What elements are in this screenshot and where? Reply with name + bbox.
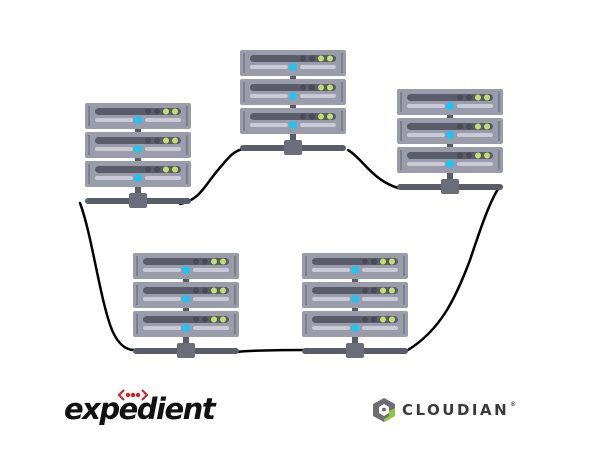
cloudian-logo: CLOUDIAN® xyxy=(372,397,519,423)
link-bottom-left-to-bottom-right xyxy=(234,348,306,354)
server-top-left xyxy=(85,103,191,208)
server-top-center xyxy=(240,50,346,155)
link-top-left-to-top-center xyxy=(178,147,246,206)
registered-mark: ® xyxy=(510,401,519,408)
cloudian-wordmark: CLOUDIAN® xyxy=(402,401,519,419)
link-top-left-to-bottom-left xyxy=(78,201,136,352)
server-bottom-left xyxy=(133,253,239,358)
link-bottom-right-to-top-right xyxy=(406,184,502,352)
expedient-mark-icon xyxy=(118,389,148,401)
server-bottom-right xyxy=(302,253,408,358)
cloudian-cube-icon xyxy=(373,398,395,422)
link-top-center-to-top-right xyxy=(346,148,400,190)
expedient-logo: expedient xyxy=(64,392,216,426)
server-top-right xyxy=(397,89,503,194)
cloudian-text: CLOUDIAN xyxy=(402,401,510,419)
